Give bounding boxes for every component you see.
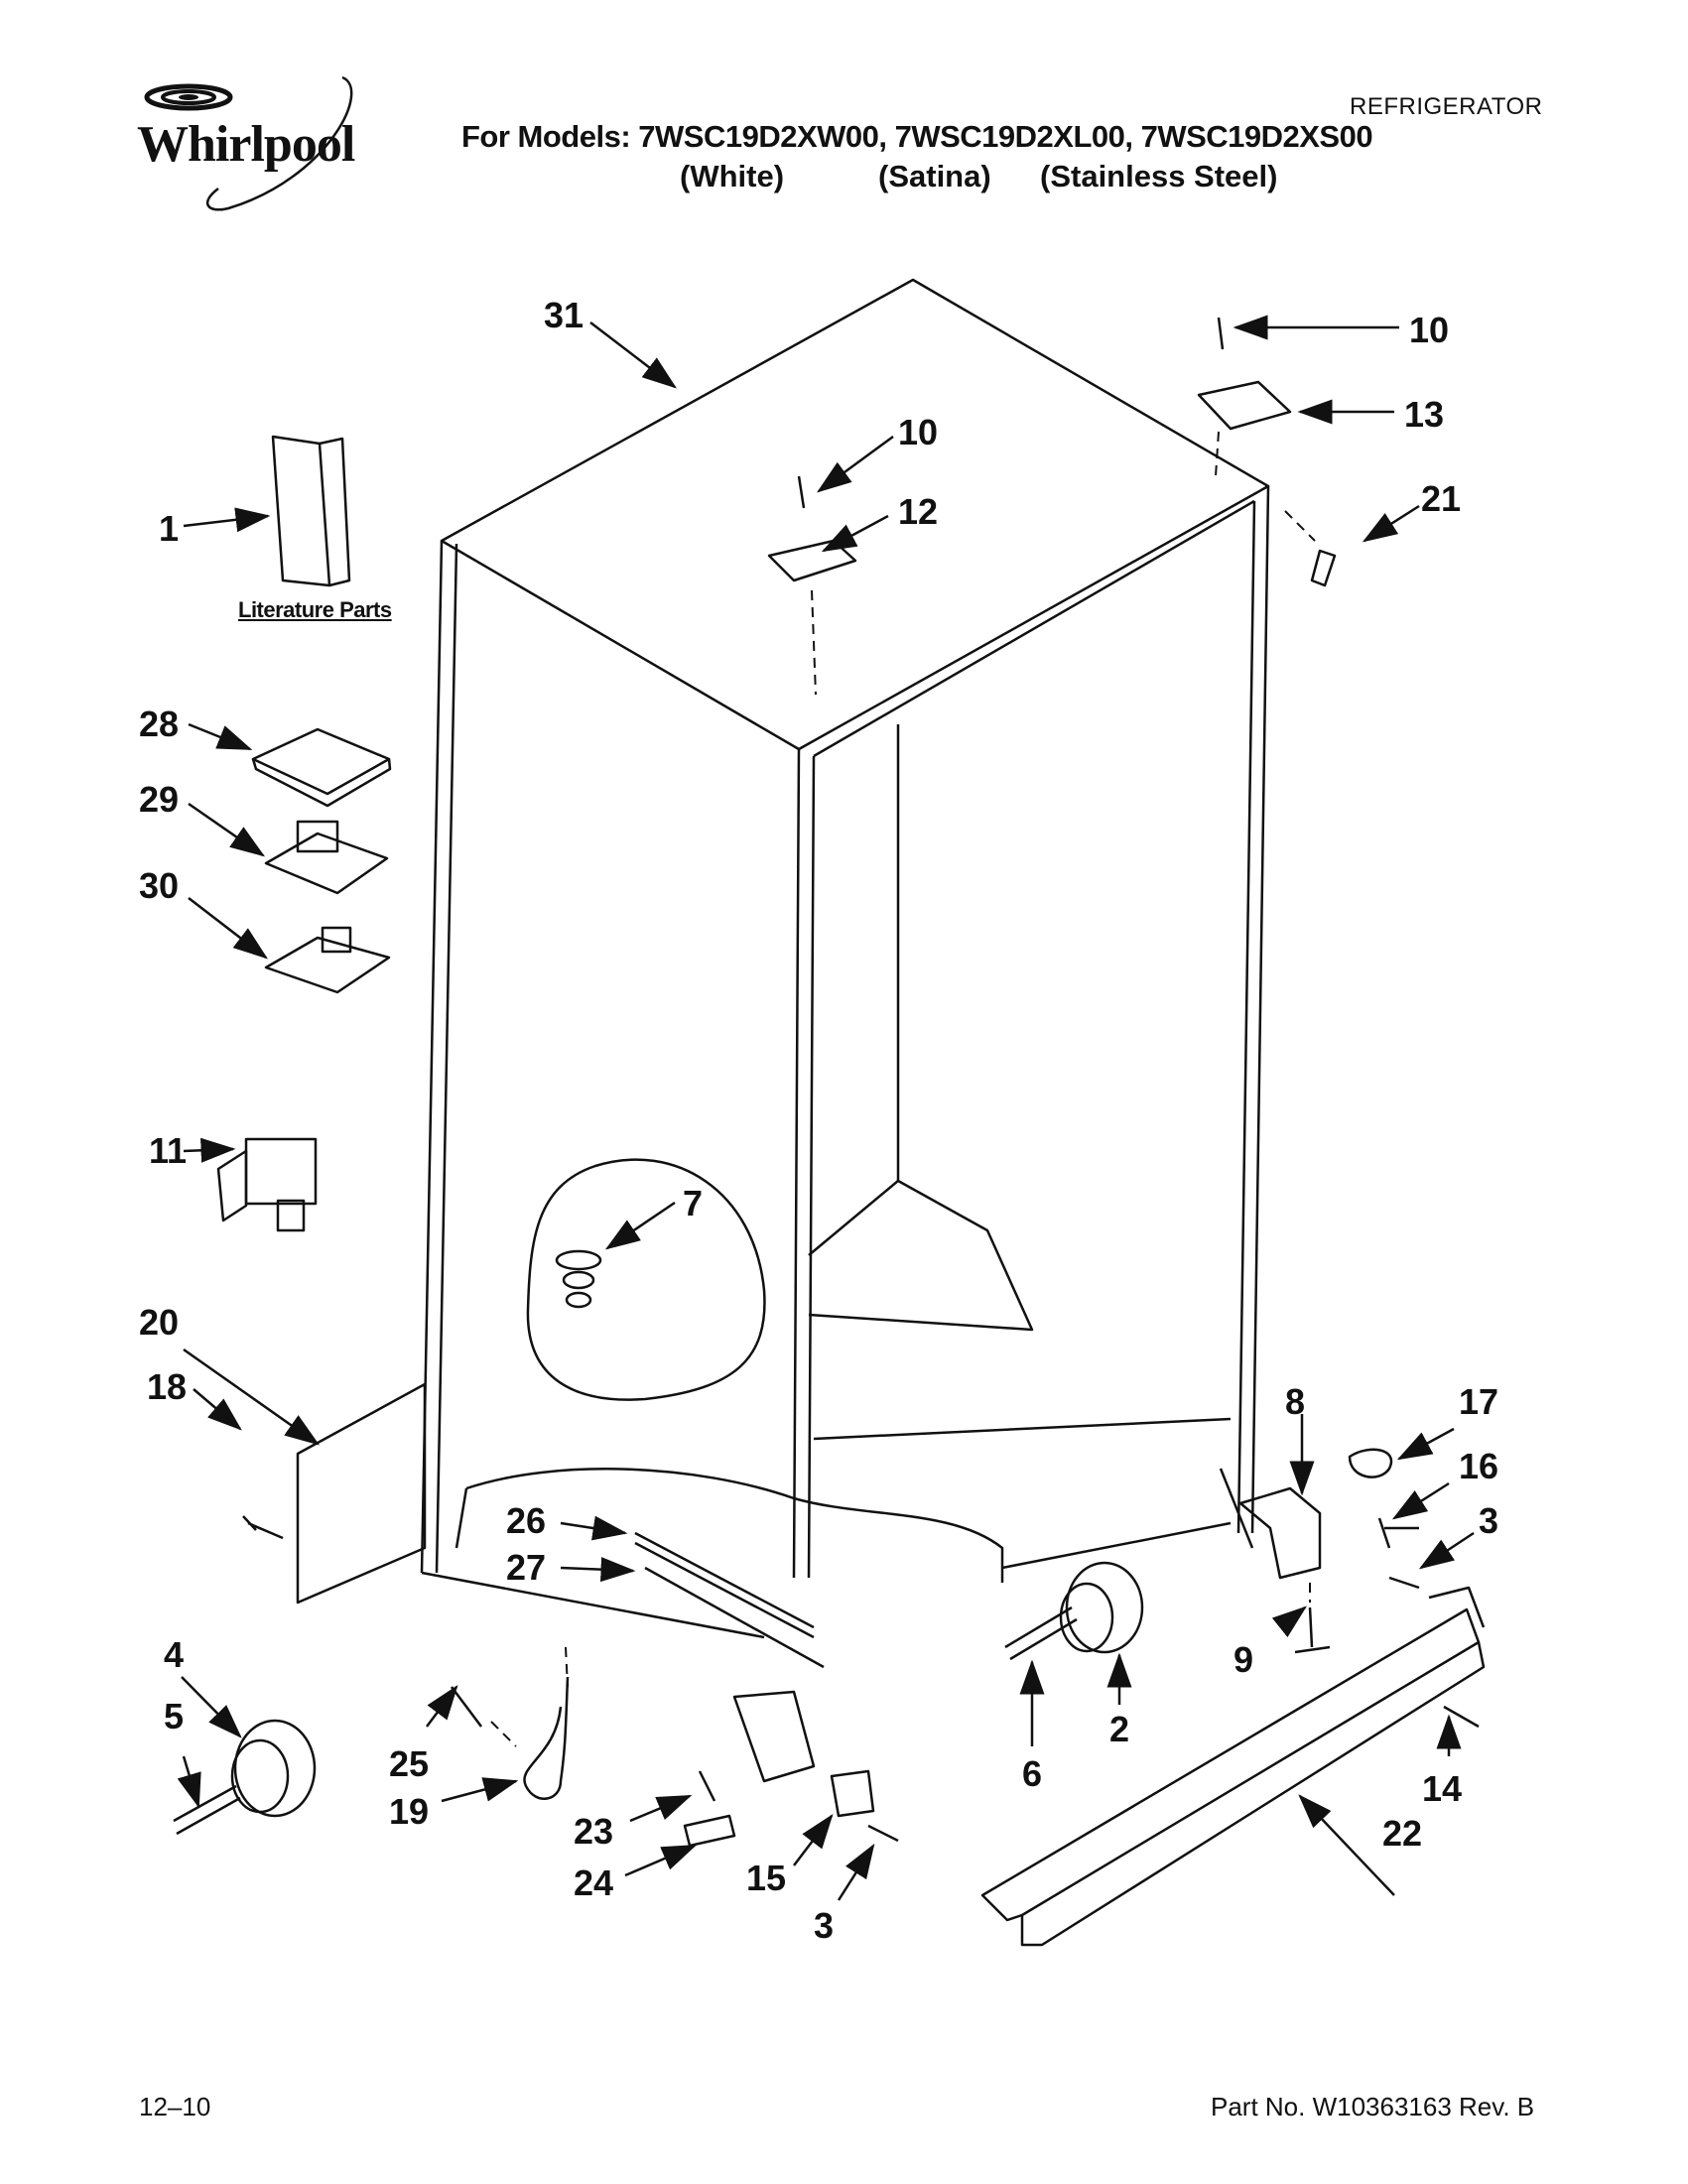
brand-name: Whirlpool xyxy=(137,116,355,173)
color-satina: (Satina) xyxy=(878,159,991,193)
cabinet-shell xyxy=(420,278,1270,1639)
callout-26: 26 xyxy=(506,1500,546,1541)
callout-31: 31 xyxy=(544,295,584,335)
callout-labels: 31 10 13 21 1 10 12 28 29 30 11 7 20 18 … xyxy=(139,295,1498,1946)
footer-part-number: Part No. W10363163 Rev. B xyxy=(1211,2092,1535,2121)
color-stainless: (Stainless Steel) xyxy=(1040,159,1278,193)
callout-22: 22 xyxy=(1382,1813,1422,1854)
callout-23: 23 xyxy=(574,1811,613,1852)
callout-17: 17 xyxy=(1459,1381,1498,1422)
callout-8: 8 xyxy=(1285,1381,1305,1422)
callout-29: 29 xyxy=(139,779,179,820)
callout-14: 14 xyxy=(1422,1768,1462,1809)
brand-logo: Whirlpool xyxy=(129,69,387,218)
callout-7: 7 xyxy=(683,1183,703,1223)
callout-15: 15 xyxy=(746,1858,786,1898)
callout-19: 19 xyxy=(389,1791,429,1832)
callout-3-bottom: 3 xyxy=(814,1905,834,1946)
callout-4: 4 xyxy=(164,1634,184,1675)
models-line: For Models: 7WSC19D2XW00, 7WSC19D2XL00, … xyxy=(461,119,1373,154)
logo-swirl-icon xyxy=(144,75,353,211)
callout-12: 12 xyxy=(898,491,938,532)
callout-11: 11 xyxy=(149,1130,187,1171)
callout-16: 16 xyxy=(1459,1446,1498,1486)
color-white: (White) xyxy=(680,159,785,193)
callout-18: 18 xyxy=(147,1366,187,1407)
callout-9: 9 xyxy=(1234,1639,1253,1680)
category-label: REFRIGERATOR xyxy=(1350,93,1543,120)
callout-1: 1 xyxy=(159,508,179,549)
callout-20: 20 xyxy=(139,1302,179,1343)
callout-30: 30 xyxy=(139,865,179,906)
callout-10-mid: 10 xyxy=(898,412,938,452)
cutaway-view xyxy=(526,1158,766,1401)
callout-25: 25 xyxy=(389,1743,429,1784)
callout-5: 5 xyxy=(164,1696,184,1736)
callout-24: 24 xyxy=(574,1863,613,1903)
callout-3-right: 3 xyxy=(1479,1500,1498,1541)
callout-28: 28 xyxy=(139,704,179,744)
leader-arrows xyxy=(177,315,1475,1901)
callout-2: 2 xyxy=(1109,1709,1129,1749)
callout-6: 6 xyxy=(1022,1753,1042,1794)
literature-parts-label: Literature Parts xyxy=(238,597,392,622)
footer-date: 12–10 xyxy=(139,2092,211,2121)
callout-27: 27 xyxy=(506,1547,546,1588)
callout-13: 13 xyxy=(1404,394,1444,435)
callout-21: 21 xyxy=(1421,478,1461,519)
callout-10-top: 10 xyxy=(1409,310,1449,350)
